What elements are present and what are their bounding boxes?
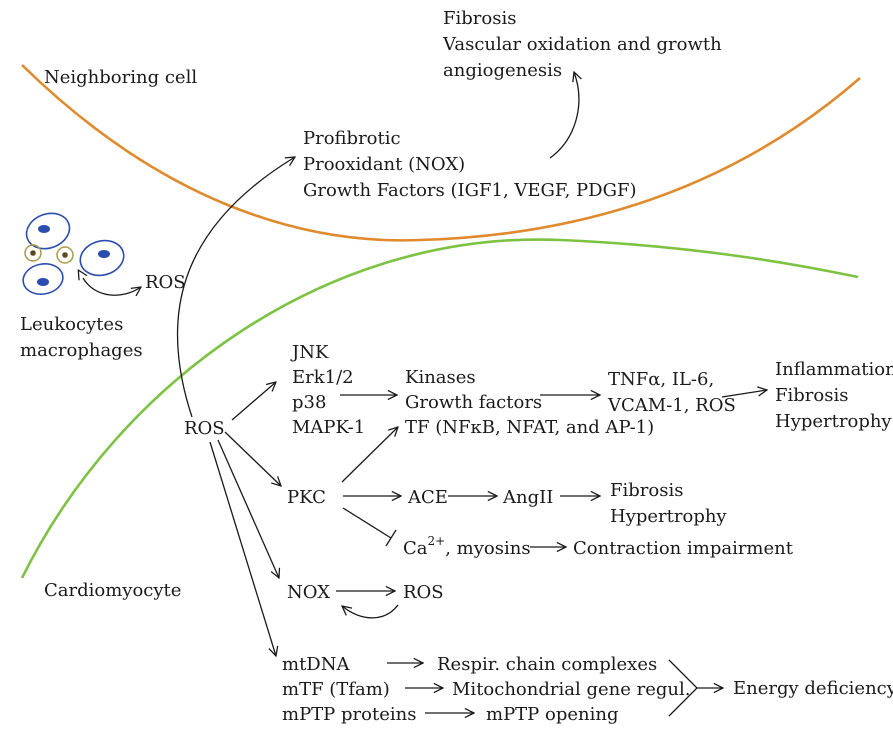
- inhibit-bar: [385, 529, 397, 547]
- arrow-ros-to-nox-feedback: [342, 604, 399, 619]
- neighbor-effect: Profibrotic: [303, 128, 401, 149]
- arrow-ros-to-pkc: [224, 431, 281, 486]
- mito-right-label: Mitochondrial gene regul.: [452, 679, 690, 700]
- neighbor-outcome: Vascular oxidation and growth: [442, 34, 722, 55]
- arrow-ros-to-mito: [209, 441, 276, 656]
- mapk-outcome: Hypertrophy: [775, 411, 892, 432]
- neighboring-cell-membrane: [21, 64, 861, 242]
- arrow-neighbor-outcome: [549, 72, 579, 159]
- arrow-pkc-to-tf: [341, 427, 398, 483]
- arrows: [176, 72, 767, 716]
- mito-left-label: mPTP proteins: [282, 704, 416, 725]
- small-cell-icon: [24, 244, 42, 262]
- angii-label: AngII: [502, 487, 553, 508]
- inhibit-pkc-to-calcium: [342, 507, 392, 539]
- neighbor-outcome: Fibrosis: [443, 8, 516, 29]
- leukocyte-ros-arrow: [83, 278, 141, 295]
- nucleus-icon: [98, 250, 110, 258]
- calcium-label: Ca2+, myosins: [403, 534, 531, 559]
- ace-label: ACE: [407, 487, 448, 508]
- cell-icon: [25, 212, 71, 250]
- nucleus-icon: [38, 225, 50, 233]
- mito-right-label: Respir. chain complexes: [437, 654, 657, 675]
- small-cell-dot-icon: [30, 250, 36, 256]
- arrow-ros-to-neighbor: [176, 157, 295, 418]
- neighbor-outcome: angiogenesis: [443, 60, 562, 81]
- mediator-label: Kinases: [405, 367, 476, 388]
- nucleus-icon: [37, 278, 49, 286]
- cytokine-label: TNFα, IL-6,: [608, 369, 714, 390]
- mapk-outcome: Fibrosis: [775, 385, 848, 406]
- mapk-kinase: p38: [292, 392, 326, 413]
- nox-label: NOX: [287, 582, 330, 603]
- cardiomyocyte-label: Cardiomyocyte: [44, 580, 181, 601]
- mapk-kinase: MAPK-1: [292, 417, 365, 438]
- nox-ros-label: ROS: [403, 582, 444, 603]
- arrow-ros-to-mapk: [231, 382, 276, 421]
- mito-left-label: mtDNA: [282, 654, 350, 675]
- transcription-factor-label: TF (NFκB, NFAT, and AP-1): [405, 417, 654, 438]
- mapk-kinase: JNK: [290, 342, 329, 363]
- arrow-cytokines-to-outcomes: [721, 390, 767, 398]
- neighbor-effect: Growth Factors (IGF1, VEGF, PDGF): [303, 180, 636, 201]
- mapk-outcome: Inflammation: [775, 359, 893, 380]
- leukocytes-label: Leukocytes: [20, 314, 123, 335]
- arrow-ros-to-nox: [217, 439, 279, 578]
- leukocyte-ros-label: ROS: [145, 272, 186, 293]
- neighbor-effect: Prooxidant (NOX): [303, 154, 465, 175]
- mediator-label: Growth factors: [405, 392, 542, 413]
- pkc-outcome: Fibrosis: [610, 480, 683, 501]
- contraction-label: Contraction impairment: [573, 538, 794, 559]
- central-ros-label: ROS: [184, 418, 225, 439]
- pkc-label: PKC: [287, 487, 326, 508]
- mapk-kinase: Erk1/2: [292, 367, 354, 388]
- cytokine-label: VCAM-1, ROS: [607, 395, 736, 416]
- cell-icon: [79, 239, 125, 277]
- neighboring-cell-label: Neighboring cell: [44, 67, 197, 88]
- mito-right-label: mPTP opening: [486, 704, 619, 725]
- pkc-outcome: Hypertrophy: [610, 506, 727, 527]
- mito-left-label: mTF (Tfam): [282, 679, 390, 700]
- leukocyte-cluster: [22, 212, 125, 295]
- cardiomyocyte-membrane: [20, 238, 859, 579]
- macrophages-label: macrophages: [20, 340, 143, 361]
- cell-icon: [22, 263, 64, 295]
- small-cell-icon: [56, 246, 74, 264]
- energy-deficiency-label: Energy deficiency: [733, 678, 893, 699]
- small-cell-dot-icon: [62, 252, 68, 258]
